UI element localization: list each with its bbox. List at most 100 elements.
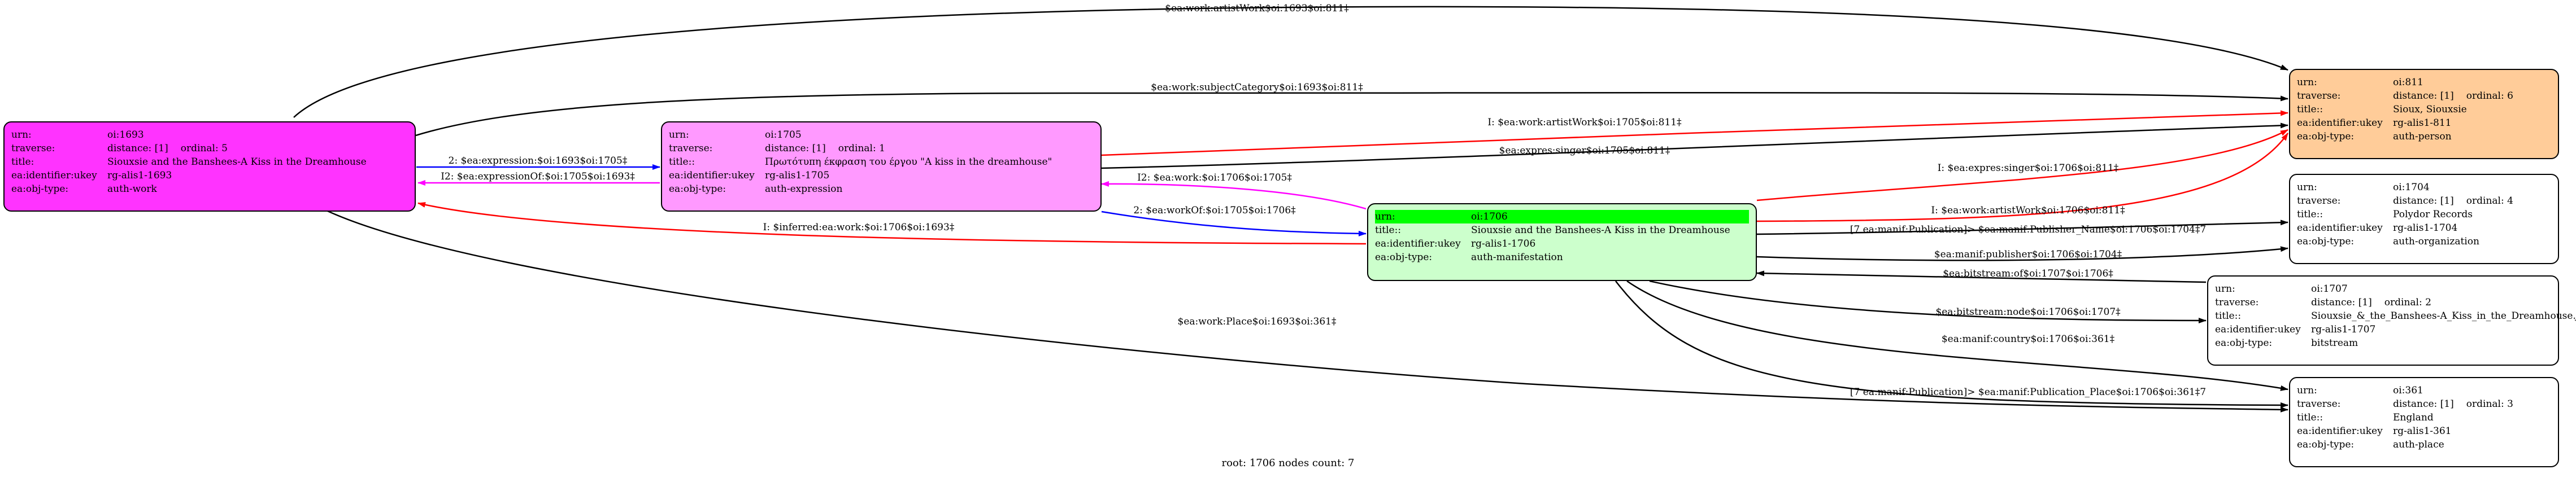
traverse-ordinal: ordinal: 6 <box>2466 90 2513 102</box>
field-value: oi:1705 <box>765 129 802 141</box>
field-key: title:: <box>2297 209 2323 220</box>
field-key: ea:identifier:ukey <box>11 170 97 181</box>
field-value: oi:1704 <box>2393 182 2430 193</box>
field-value: Siouxsie_&_the_Banshees-A_Kiss_in_the_Dr… <box>2311 310 2576 322</box>
edge-e17 <box>1615 280 2288 408</box>
node-row: urn:oi:1693 <box>11 128 408 142</box>
node-row: traverse:distance: [1]ordinal: 4 <box>2297 194 2551 208</box>
field-value: rg-alis1-1704 <box>2393 222 2458 234</box>
field-key: ea:obj-type: <box>2297 439 2355 450</box>
node-row: ea:obj-type:auth-work <box>11 182 408 196</box>
field-key: urn: <box>2297 182 2317 193</box>
edge-e12 <box>1756 220 2288 235</box>
traverse-ordinal: ordinal: 3 <box>2466 398 2513 410</box>
field-value: oi:361 <box>2393 385 2423 396</box>
field-key: ea:obj-type: <box>1375 252 1433 263</box>
field-key: ea:identifier:ukey <box>1375 238 1461 249</box>
edge-e7 <box>1101 181 1367 210</box>
edge-label-e10: I: $ea:expres:singer$oi:1706$oi:811‡ <box>1938 163 2119 174</box>
field-key: traverse: <box>2297 90 2341 102</box>
field-key: ea:identifier:ukey <box>2297 426 2383 437</box>
edge-label-e16: $ea:manif:country$oi:1706$oi:361‡ <box>1942 334 2115 345</box>
traverse-distance: distance: [1] <box>107 143 168 154</box>
field-key: traverse: <box>2297 195 2341 207</box>
edge-label-e17: [7 ea:manif:Publication]> $ea:manif:Publ… <box>1850 387 2206 398</box>
field-key: title:: <box>2297 104 2323 115</box>
edge-e2 <box>415 91 2288 137</box>
field-key: urn: <box>2215 283 2235 295</box>
field-value: auth-manifestation <box>1471 252 1563 263</box>
node-oi-1693[interactable]: urn:oi:1693 traverse: distance: [1]ordina… <box>3 121 416 212</box>
traverse-ordinal: ordinal: 1 <box>838 143 885 154</box>
node-row: traverse: distance: [1] ordinal: 6 <box>2297 89 2551 103</box>
node-row: ea:identifier:ukey rg-alis1-1704 <box>2297 221 2551 235</box>
node-oi-361[interactable]: urn: oi:361 traverse: distance: [1] ordinal… <box>2289 377 2559 467</box>
field-value: Πρωτότυπη έκφραση του έργου "A kiss in t… <box>765 156 1052 168</box>
edge-label-e8: 2: $ea:workOf:$oi:1705$oi:1706‡ <box>1133 205 1296 216</box>
field-value: distance: [1] ordinal: 6 <box>2393 89 2551 103</box>
field-value: auth-place <box>2393 439 2444 450</box>
edge-e16 <box>1626 280 2288 391</box>
field-value: rg-alis1-1705 <box>765 170 830 181</box>
edge-label-e2: $ea:work:subjectCategory$oi:1693$oi:811‡ <box>1151 82 1363 93</box>
node-row: urn:oi:811 <box>2297 76 2551 89</box>
field-key: ea:obj-type: <box>669 183 726 195</box>
field-key: traverse: <box>2297 398 2341 410</box>
node-oi-1705[interactable]: urn:oi:1705 traverse:distance: [1]ordina… <box>661 121 1102 212</box>
node-oi-1706[interactable]: urn:oi:1706 title::Siouxsie and the Bans… <box>1367 203 1757 281</box>
node-row-highlighted: urn:oi:1706 <box>1375 210 1749 223</box>
edge-label-e3: 2: $ea:expression:$oi:1693$oi:1705‡ <box>449 155 628 166</box>
node-row: title::England <box>2297 411 2551 424</box>
field-value: distance: [1] ordinal: 1 <box>765 142 1094 155</box>
field-key: ea:obj-type: <box>11 183 69 195</box>
edge-e18 <box>327 210 2288 413</box>
traverse-distance: distance: [1] <box>2311 297 2372 308</box>
field-value: rg-alis1-1707 <box>2311 324 2376 335</box>
node-row: ea:obj-type: auth-place <box>2297 438 2551 451</box>
field-key: ea:identifier:ukey <box>2215 324 2301 335</box>
field-value: auth-expression <box>765 183 843 195</box>
node-row: urn: oi:361 <box>2297 384 2551 397</box>
traverse-distance: distance: [1] <box>765 143 826 154</box>
edge-label-e4: I2: $ea:expressionOf:$oi:1705$oi:1693‡ <box>441 171 635 182</box>
node-row: title:Siouxsie and the Banshees-A Kiss i… <box>11 155 408 169</box>
node-row: traverse: distance: [1]ordinal: 5 <box>11 142 408 155</box>
node-row: urn: oi:1704 <box>2297 181 2551 194</box>
graph-footer: root: 1706 nodes count: 7 <box>1221 457 1355 469</box>
edge-label-e9: I: $inferred:ea:work:$oi:1706$oi:1693‡ <box>763 222 955 233</box>
field-key: ea:obj-type: <box>2297 131 2355 142</box>
edge-e11 <box>1756 133 2289 222</box>
traverse-distance: distance: [1] <box>2393 398 2454 410</box>
field-value: oi:1693 <box>107 129 144 141</box>
traverse-distance: distance: [1] <box>2393 90 2454 102</box>
node-row: ea:obj-type:auth-organization <box>2297 235 2551 248</box>
field-value: auth-organization <box>2393 236 2479 247</box>
field-key: title: <box>11 156 34 168</box>
node-oi-1707[interactable]: urn:oi:1707 traverse:distance: [1]ordina… <box>2207 275 2576 366</box>
field-key: traverse: <box>2215 297 2259 308</box>
field-value: Polydor Records <box>2393 209 2473 220</box>
field-key: traverse: <box>11 143 55 154</box>
edge-label-e14: $ea:bitstream:of$oi:1707$oi:1706‡ <box>1943 268 2113 279</box>
node-oi-811[interactable]: urn:oi:811 traverse: distance: [1] ordinal… <box>2289 69 2559 159</box>
edge-e8 <box>1101 211 1367 236</box>
field-key: urn: <box>2297 385 2317 396</box>
field-key: title:: <box>1375 225 1402 236</box>
field-value: oi:811 <box>2393 77 2423 88</box>
edge-label-e12: [7 ea:manif:Publication]> $ea:manif:Publ… <box>1850 224 2206 235</box>
node-oi-1704[interactable]: urn: oi:1704 traverse:distance: [1]ordina… <box>2289 174 2559 264</box>
field-key: ea:identifier:ukey <box>2297 222 2383 234</box>
edge-e9 <box>417 202 1367 245</box>
field-value: distance: [1]ordinal: 2 <box>2311 296 2551 309</box>
node-row: ea:obj-type: auth-expression <box>669 182 1094 196</box>
edge-e13 <box>1756 246 2288 261</box>
field-value: Siouxsie and the Banshees-A Kiss in the … <box>1471 225 1730 236</box>
field-value: distance: [1] ordinal: 3 <box>2393 397 2551 411</box>
field-value: distance: [1]ordinal: 5 <box>107 142 408 155</box>
traverse-ordinal: ordinal: 4 <box>2466 195 2513 207</box>
field-key: traverse: <box>669 143 713 154</box>
